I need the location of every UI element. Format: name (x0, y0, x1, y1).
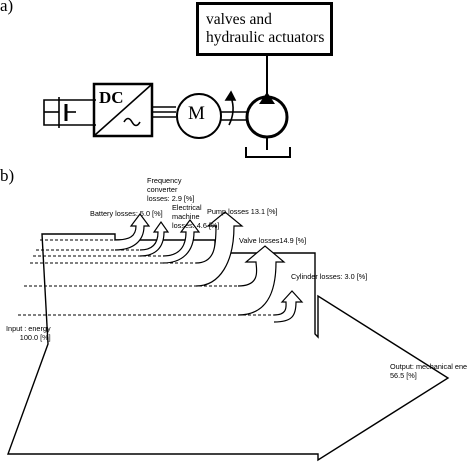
valves-actuators-box: valves and hydraulic actuators (196, 2, 333, 56)
machine-loss-line-1: Electrical (172, 203, 202, 212)
battery-icon (44, 97, 76, 128)
cylinder-loss-arrow (273, 290, 304, 323)
output-energy-line-2: 56.5 [%] (390, 371, 417, 380)
input-energy-line-1: Input : energy (6, 324, 51, 333)
battery-loss-arrow (114, 213, 151, 251)
valve-loss-arrow (237, 245, 286, 316)
output-energy-label: Output: mechanical ene 56.5 [%] (390, 362, 474, 380)
pump-icon (245, 56, 289, 150)
machine-loss-arrow (162, 219, 201, 264)
frequency-converter-block (92, 82, 154, 138)
ac-wires (152, 106, 176, 118)
tank-icon (245, 147, 291, 158)
motor-label: M (188, 103, 205, 124)
cylinder-loss-label: Cylinder losses: 3.0 [%] (291, 272, 368, 281)
machine-loss-line-3: losses: 4.6 [%] (172, 221, 220, 230)
valves-line-2: hydraulic actuators (206, 29, 325, 46)
rotation-arrow-icon (224, 90, 237, 126)
dc-label: DC (99, 88, 124, 107)
shaft (221, 111, 247, 121)
output-energy-line-1: Output: mechanical ene (390, 362, 468, 371)
panel-b-label: b) (0, 166, 15, 185)
converter-loss-label: Frequency converter losses: 2.9 [%] (147, 176, 194, 203)
converter-loss-line-3: losses: 2.9 [%] (147, 194, 195, 203)
input-energy-label: Input : energy 100.0 [%] (6, 324, 51, 342)
battery-loss-label: Battery losses: 5.0 [%] (90, 209, 163, 218)
machine-loss-line-2: machine (172, 212, 200, 221)
machine-loss-label: Electrical machine losses: 4.6 [%] (172, 203, 219, 230)
converter-loss-line-2: converter (147, 185, 178, 194)
pump-loss-label: Pump losses 13.1 [%] (207, 207, 278, 216)
main-energy-flow (7, 233, 450, 462)
panel-a-label: a) (0, 0, 14, 15)
dc-wires (43, 99, 96, 126)
pump-loss-arrow (195, 211, 244, 287)
converter-loss-arrow (139, 220, 170, 257)
input-energy-line-2: 100.0 [%] (19, 333, 51, 342)
valve-loss-label: Valve losses14.9 [%] (239, 236, 307, 245)
converter-loss-line-1: Frequency (147, 176, 182, 185)
motor-icon (176, 93, 222, 139)
valves-line-1: valves and (206, 11, 272, 28)
